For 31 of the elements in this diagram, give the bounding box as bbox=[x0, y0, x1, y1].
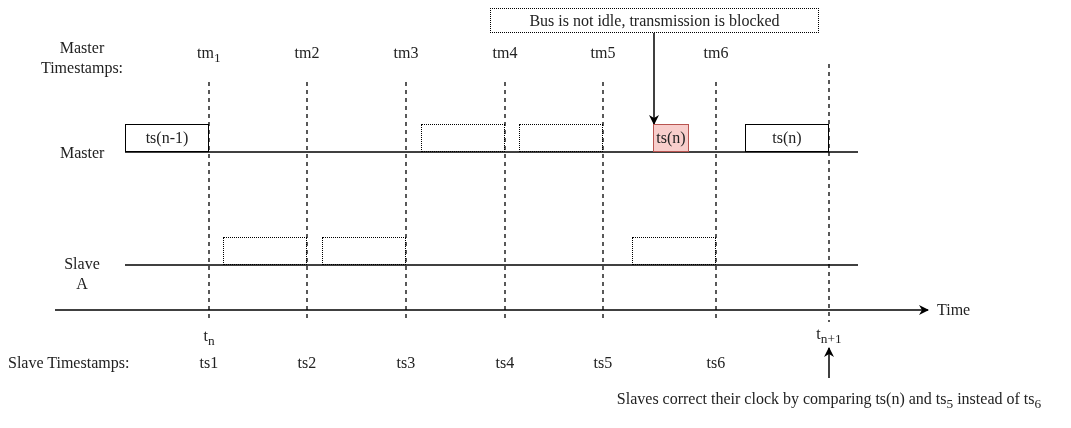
timestamp-label: ts6 bbox=[706, 353, 726, 373]
arrow bbox=[649, 32, 659, 125]
row-heading: Slave Timestamps: bbox=[8, 353, 130, 373]
timestamp-label: tm6 bbox=[703, 43, 729, 63]
frame-box: ts(n) bbox=[745, 124, 829, 152]
frame-slot bbox=[322, 237, 406, 265]
timestamp-label: tm4 bbox=[492, 43, 518, 63]
frame-slot bbox=[632, 237, 716, 265]
frame-box: ts(n-1) bbox=[125, 124, 209, 152]
frame-slot bbox=[223, 237, 307, 265]
timestamp-label: tm3 bbox=[393, 43, 419, 63]
timestamp-label: ts5 bbox=[593, 353, 613, 373]
callout-box: Bus is not idle, transmission is blocked bbox=[490, 8, 819, 33]
timestamp-label: tm5 bbox=[590, 43, 616, 63]
arrow bbox=[824, 347, 834, 379]
timestamp-label: ts3 bbox=[396, 353, 416, 373]
time-label: t$_{n+1}$ bbox=[805, 326, 853, 348]
row-heading: Master Timestamps: bbox=[39, 38, 125, 78]
note-text: Slaves correct their clock by comparing ts(n) and ts$_{5}$ instead of ts$_{6}$ bbox=[588, 378, 1070, 424]
timestamp-label: ts1 bbox=[199, 353, 219, 373]
timestamp-label: tm2 bbox=[294, 43, 320, 63]
row-heading: Slave A bbox=[63, 254, 101, 294]
time-label: t$_{n}$ bbox=[203, 326, 215, 351]
timestamp-label: tm$_{1}$ bbox=[197, 43, 221, 68]
timestamp-label: ts2 bbox=[297, 353, 317, 373]
timestamp-label: ts4 bbox=[495, 353, 515, 373]
frame-slot bbox=[519, 124, 603, 152]
frame-slot bbox=[421, 124, 505, 152]
blocked-frame-box: ts(n) bbox=[653, 124, 689, 152]
axis-label: Time bbox=[937, 300, 971, 320]
row-heading: Master bbox=[60, 143, 105, 163]
